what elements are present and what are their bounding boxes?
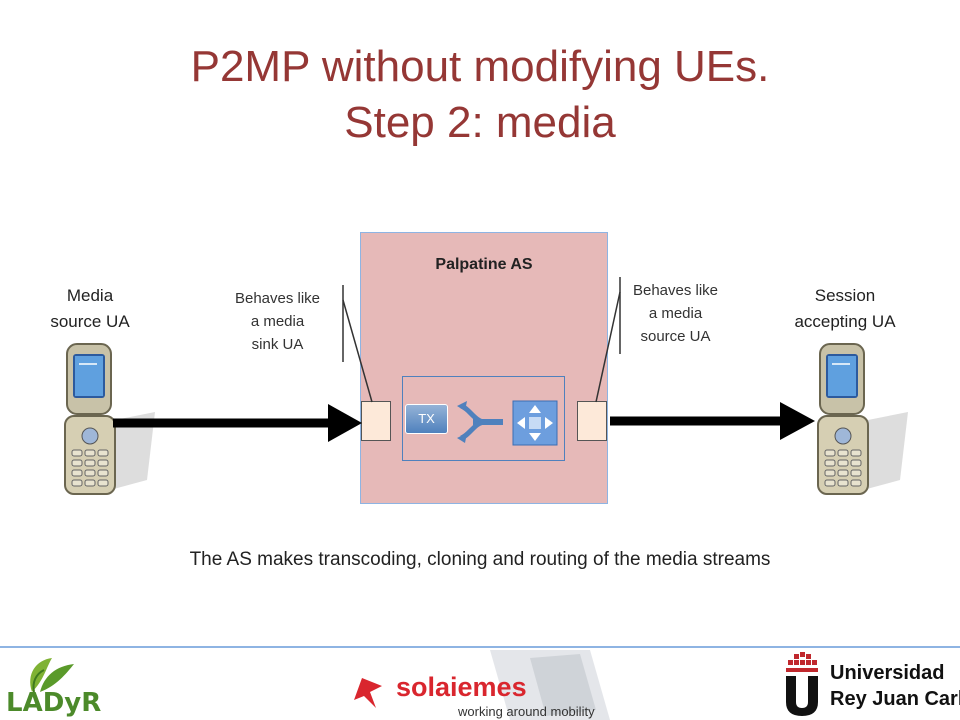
urjc-emblem-icon	[786, 652, 818, 716]
ladyr-logo-text: LADyR	[6, 688, 102, 718]
right-note-line3: source UA	[640, 328, 711, 345]
urjc-name-line2: Rey Juan Carlos	[830, 688, 960, 710]
right-note-line1: Behaves like	[632, 282, 719, 299]
solaiemes-name: solaiemes	[396, 672, 527, 702]
tx-block: TX	[405, 404, 448, 434]
outgoing-media-arrow-head	[780, 402, 815, 440]
solaiemes-tagline: working around mobility	[458, 704, 595, 719]
left-note-pointer	[342, 299, 373, 403]
left-ua-label-line2: source UA	[50, 312, 130, 331]
right-note-pointer	[595, 291, 621, 403]
left-behaviour-note: Behaves like a media sink UA	[210, 287, 345, 356]
right-ua-label-line1: Session	[814, 286, 876, 305]
right-note-line2: a media	[648, 305, 703, 322]
left-port	[361, 401, 391, 441]
right-port	[577, 401, 607, 441]
right-behaviour-note: Behaves like a media source UA	[608, 279, 743, 348]
solaiemes-background-graphic	[354, 650, 610, 720]
right-ua-label: Session accepting UA	[770, 283, 920, 335]
clone-arrow-icon	[457, 401, 503, 443]
urjc-name-line1: Universidad	[830, 662, 945, 684]
left-note-line2: a media	[250, 313, 305, 330]
left-note-line1: Behaves like	[234, 290, 321, 307]
urjc-logo: Universidad Rey Juan Carlos	[780, 652, 960, 718]
footer-divider	[0, 646, 960, 648]
slide-title-line1: P2MP without modifying UEs.	[190, 42, 770, 91]
solaiemes-logo: solaiemes working around mobility	[340, 650, 610, 720]
ladyr-logo: LADyR	[4, 652, 132, 718]
left-ua-label: Media source UA	[30, 283, 150, 335]
right-ua-label-line2: accepting UA	[794, 312, 896, 331]
ladyr-leaf-icon	[30, 658, 74, 693]
palpatine-as-label: Palpatine AS	[435, 256, 533, 273]
slide-title-line2: Step 2: media	[344, 98, 616, 147]
incoming-media-arrow-head	[328, 404, 362, 442]
right-phone-icon	[817, 343, 908, 495]
left-ua-label-line1: Media	[66, 286, 114, 305]
left-phone-icon	[64, 343, 155, 495]
clone-router-icons	[457, 400, 558, 446]
left-note-line3: sink UA	[251, 336, 304, 353]
router-icon	[512, 400, 558, 446]
diagram-caption: The AS makes transcoding, cloning and ro…	[189, 549, 771, 570]
solaiemes-star-icon	[354, 678, 382, 708]
